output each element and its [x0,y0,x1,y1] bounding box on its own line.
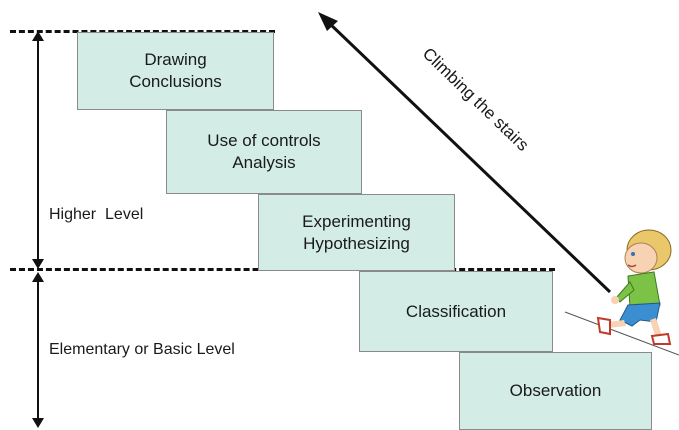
higher-level-arrow-up-icon [32,31,44,41]
step-drawing-conclusions: Drawing Conclusions [77,32,274,110]
step-classification: Classification [359,271,553,352]
step-label: Drawing Conclusions [129,50,222,91]
arrow-head-icon [318,12,338,31]
step-observation: Observation [459,352,652,430]
step-label: Use of controls Analysis [207,131,321,172]
elementary-level-bracket [37,279,39,419]
climbing-arrow-shaft [326,20,612,294]
elementary-level-arrow-down-icon [32,418,44,428]
higher-level-bracket [37,38,39,262]
elementary-level-arrow-up-icon [32,272,44,282]
top-dashed-line [10,30,275,33]
step-label: Classification [405,301,507,321]
step-experimenting-hypothesizing: Experimenting Hypothesizing [258,194,455,271]
higher-level-arrow-down-icon [32,259,44,269]
step-label: Experimenting Hypothesizing [302,211,411,253]
step-use-of-controls-analysis: Use of controls Analysis [166,110,362,194]
ground-line [564,311,679,356]
step-label: Observation [509,381,602,400]
elementary-level-label: Elementary or Basic Level [49,341,235,358]
higher-level-label: Higher Level [49,206,144,223]
